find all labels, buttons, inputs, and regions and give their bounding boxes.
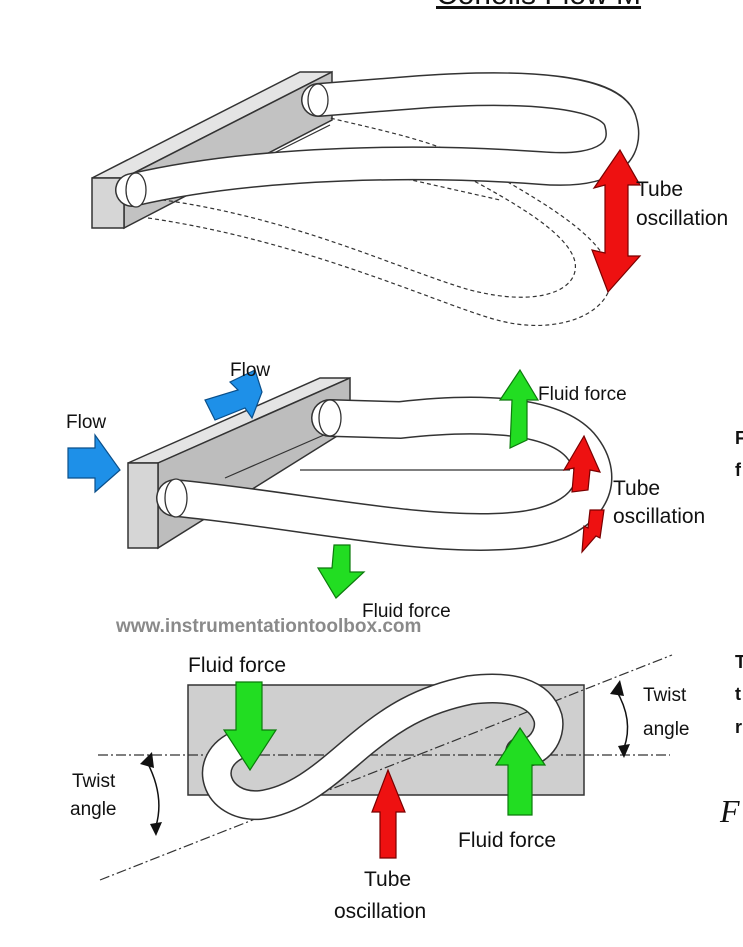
twist-angle-left-line2: angle xyxy=(70,799,117,820)
fluid-force-down-arrow xyxy=(222,681,278,772)
flow-in-label: Flow xyxy=(66,412,106,433)
twist-angle-right-line2: angle xyxy=(643,719,690,740)
tube-oscillation-label-line1: Tube xyxy=(636,178,683,201)
oscillation-down-arrow xyxy=(581,509,605,554)
tube-displaced-outline-inner xyxy=(147,167,576,298)
fluid-force-down-arrow xyxy=(316,544,366,599)
twist-arrowhead-left-bottom xyxy=(150,822,162,836)
twist-angle-left-line1: Twist xyxy=(72,771,116,792)
fluid-force-bottom-label: Fluid force xyxy=(362,601,451,622)
fluid-force-bottom-label: Fluid force xyxy=(458,829,556,852)
u-tube-end-back xyxy=(307,83,329,117)
twist-arrowhead-left-top xyxy=(140,752,154,768)
u-tube-body xyxy=(157,398,611,550)
tube-oscillation-label-line1: Tube xyxy=(364,868,411,891)
tube-cross-line xyxy=(224,427,341,479)
fluid-force-up-arrow xyxy=(494,726,547,816)
mount-block-front xyxy=(127,462,159,549)
u-tube-end-back xyxy=(318,399,342,437)
oscillation-double-arrow xyxy=(591,148,642,294)
oscillation-up-arrow xyxy=(562,434,602,493)
diagram-1-tube-at-rest: Tube oscillation xyxy=(91,70,728,326)
twist-angle-arc-right xyxy=(615,689,629,749)
diagram-3-top-view-twist: Fluid force Fluid force Tube oscillation… xyxy=(70,654,690,923)
tube-oscillation-label-line1: Tube xyxy=(613,477,660,500)
tube-oscillation-label-line2: oscillation xyxy=(613,505,705,528)
tube-oscillation-label-line2: oscillation xyxy=(636,207,728,230)
diagram-2-tube-with-flow: Flow Flow Fluid force Fluid force Tube o… xyxy=(66,360,705,622)
fluid-force-top-label: Fluid force xyxy=(188,654,286,677)
fluid-force-top-label: Fluid force xyxy=(538,384,627,405)
side-text-fragment-1b: f xyxy=(735,460,742,480)
oscillation-arrow xyxy=(371,768,406,859)
formula-fragment: F xyxy=(719,793,740,829)
twist-arrowhead-right-bottom xyxy=(618,744,630,758)
s-tube-body xyxy=(203,675,563,819)
twisted-axis xyxy=(99,654,673,881)
flow-out-label: Flow xyxy=(230,360,270,381)
tube-cross-line-2 xyxy=(344,164,501,201)
twist-arrowhead-right-top xyxy=(610,680,624,696)
u-tube-end-front xyxy=(125,172,147,208)
u-tube-body xyxy=(116,73,638,206)
fluid-force-up-arrow xyxy=(498,368,540,449)
side-text-fragment-2b: t xyxy=(735,684,741,704)
flow-out-arrow xyxy=(204,369,263,421)
tube-oscillation-label-line2: oscillation xyxy=(334,900,426,923)
side-text-fragment-2c: r xyxy=(735,717,742,737)
twist-angle-arc-left xyxy=(145,759,160,827)
side-text-fragment-2a: T xyxy=(735,652,743,672)
u-tube-end-front xyxy=(164,478,188,518)
side-text-fragment-1a: F xyxy=(735,428,743,448)
side-text-fragments: F f T t r F xyxy=(719,428,743,829)
twist-angle-right-line1: Twist xyxy=(643,685,687,706)
flow-in-arrow xyxy=(67,433,121,494)
page-title: Coriolis Flow M xyxy=(436,0,641,11)
watermark-url: www.instrumentationtoolbox.com xyxy=(115,616,421,637)
